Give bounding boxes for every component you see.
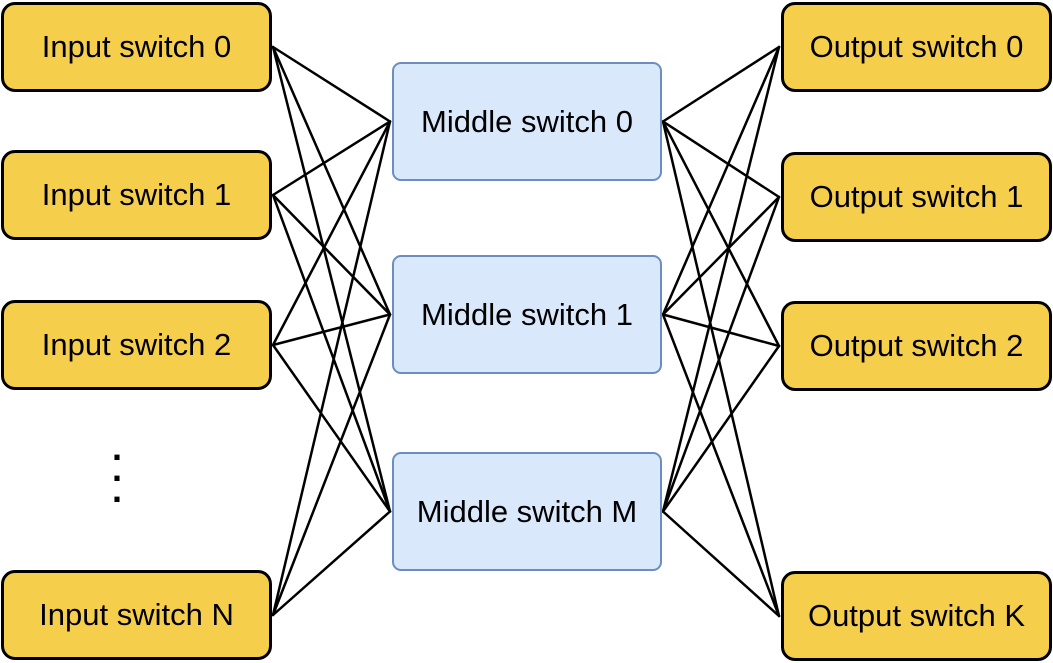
node-output-switch-K: Output switch K <box>781 571 1052 661</box>
node-label: Middle switch M <box>416 493 638 529</box>
vertical-ellipsis: . . . <box>111 427 122 510</box>
node-output-switch-1: Output switch 1 <box>781 152 1052 242</box>
node-output-switch-2: Output switch 2 <box>781 301 1052 391</box>
node-input-switch-N: Input switch N <box>1 570 272 660</box>
node-input-switch-1: Input switch 1 <box>1 150 272 240</box>
node-label: Output switch K <box>807 598 1026 633</box>
node-label: Output switch 2 <box>809 328 1024 363</box>
node-middle-switch-M: Middle switch M <box>392 452 662 571</box>
node-label: Input switch 1 <box>41 177 232 212</box>
node-output-switch-0: Output switch 0 <box>781 2 1052 92</box>
node-middle-switch-1: Middle switch 1 <box>392 255 662 374</box>
node-middle-switch-0: Middle switch 0 <box>392 62 662 181</box>
node-label: Input switch 0 <box>41 29 232 64</box>
node-label: Output switch 1 <box>809 179 1024 214</box>
node-input-switch-0: Input switch 0 <box>1 2 272 92</box>
node-label: Input switch N <box>39 597 234 632</box>
node-input-switch-2: Input switch 2 <box>1 300 272 390</box>
node-label: Middle switch 0 <box>421 103 633 139</box>
node-label: Middle switch 1 <box>421 296 633 332</box>
node-label: Input switch 2 <box>41 327 232 362</box>
node-label: Output switch 0 <box>809 29 1024 64</box>
